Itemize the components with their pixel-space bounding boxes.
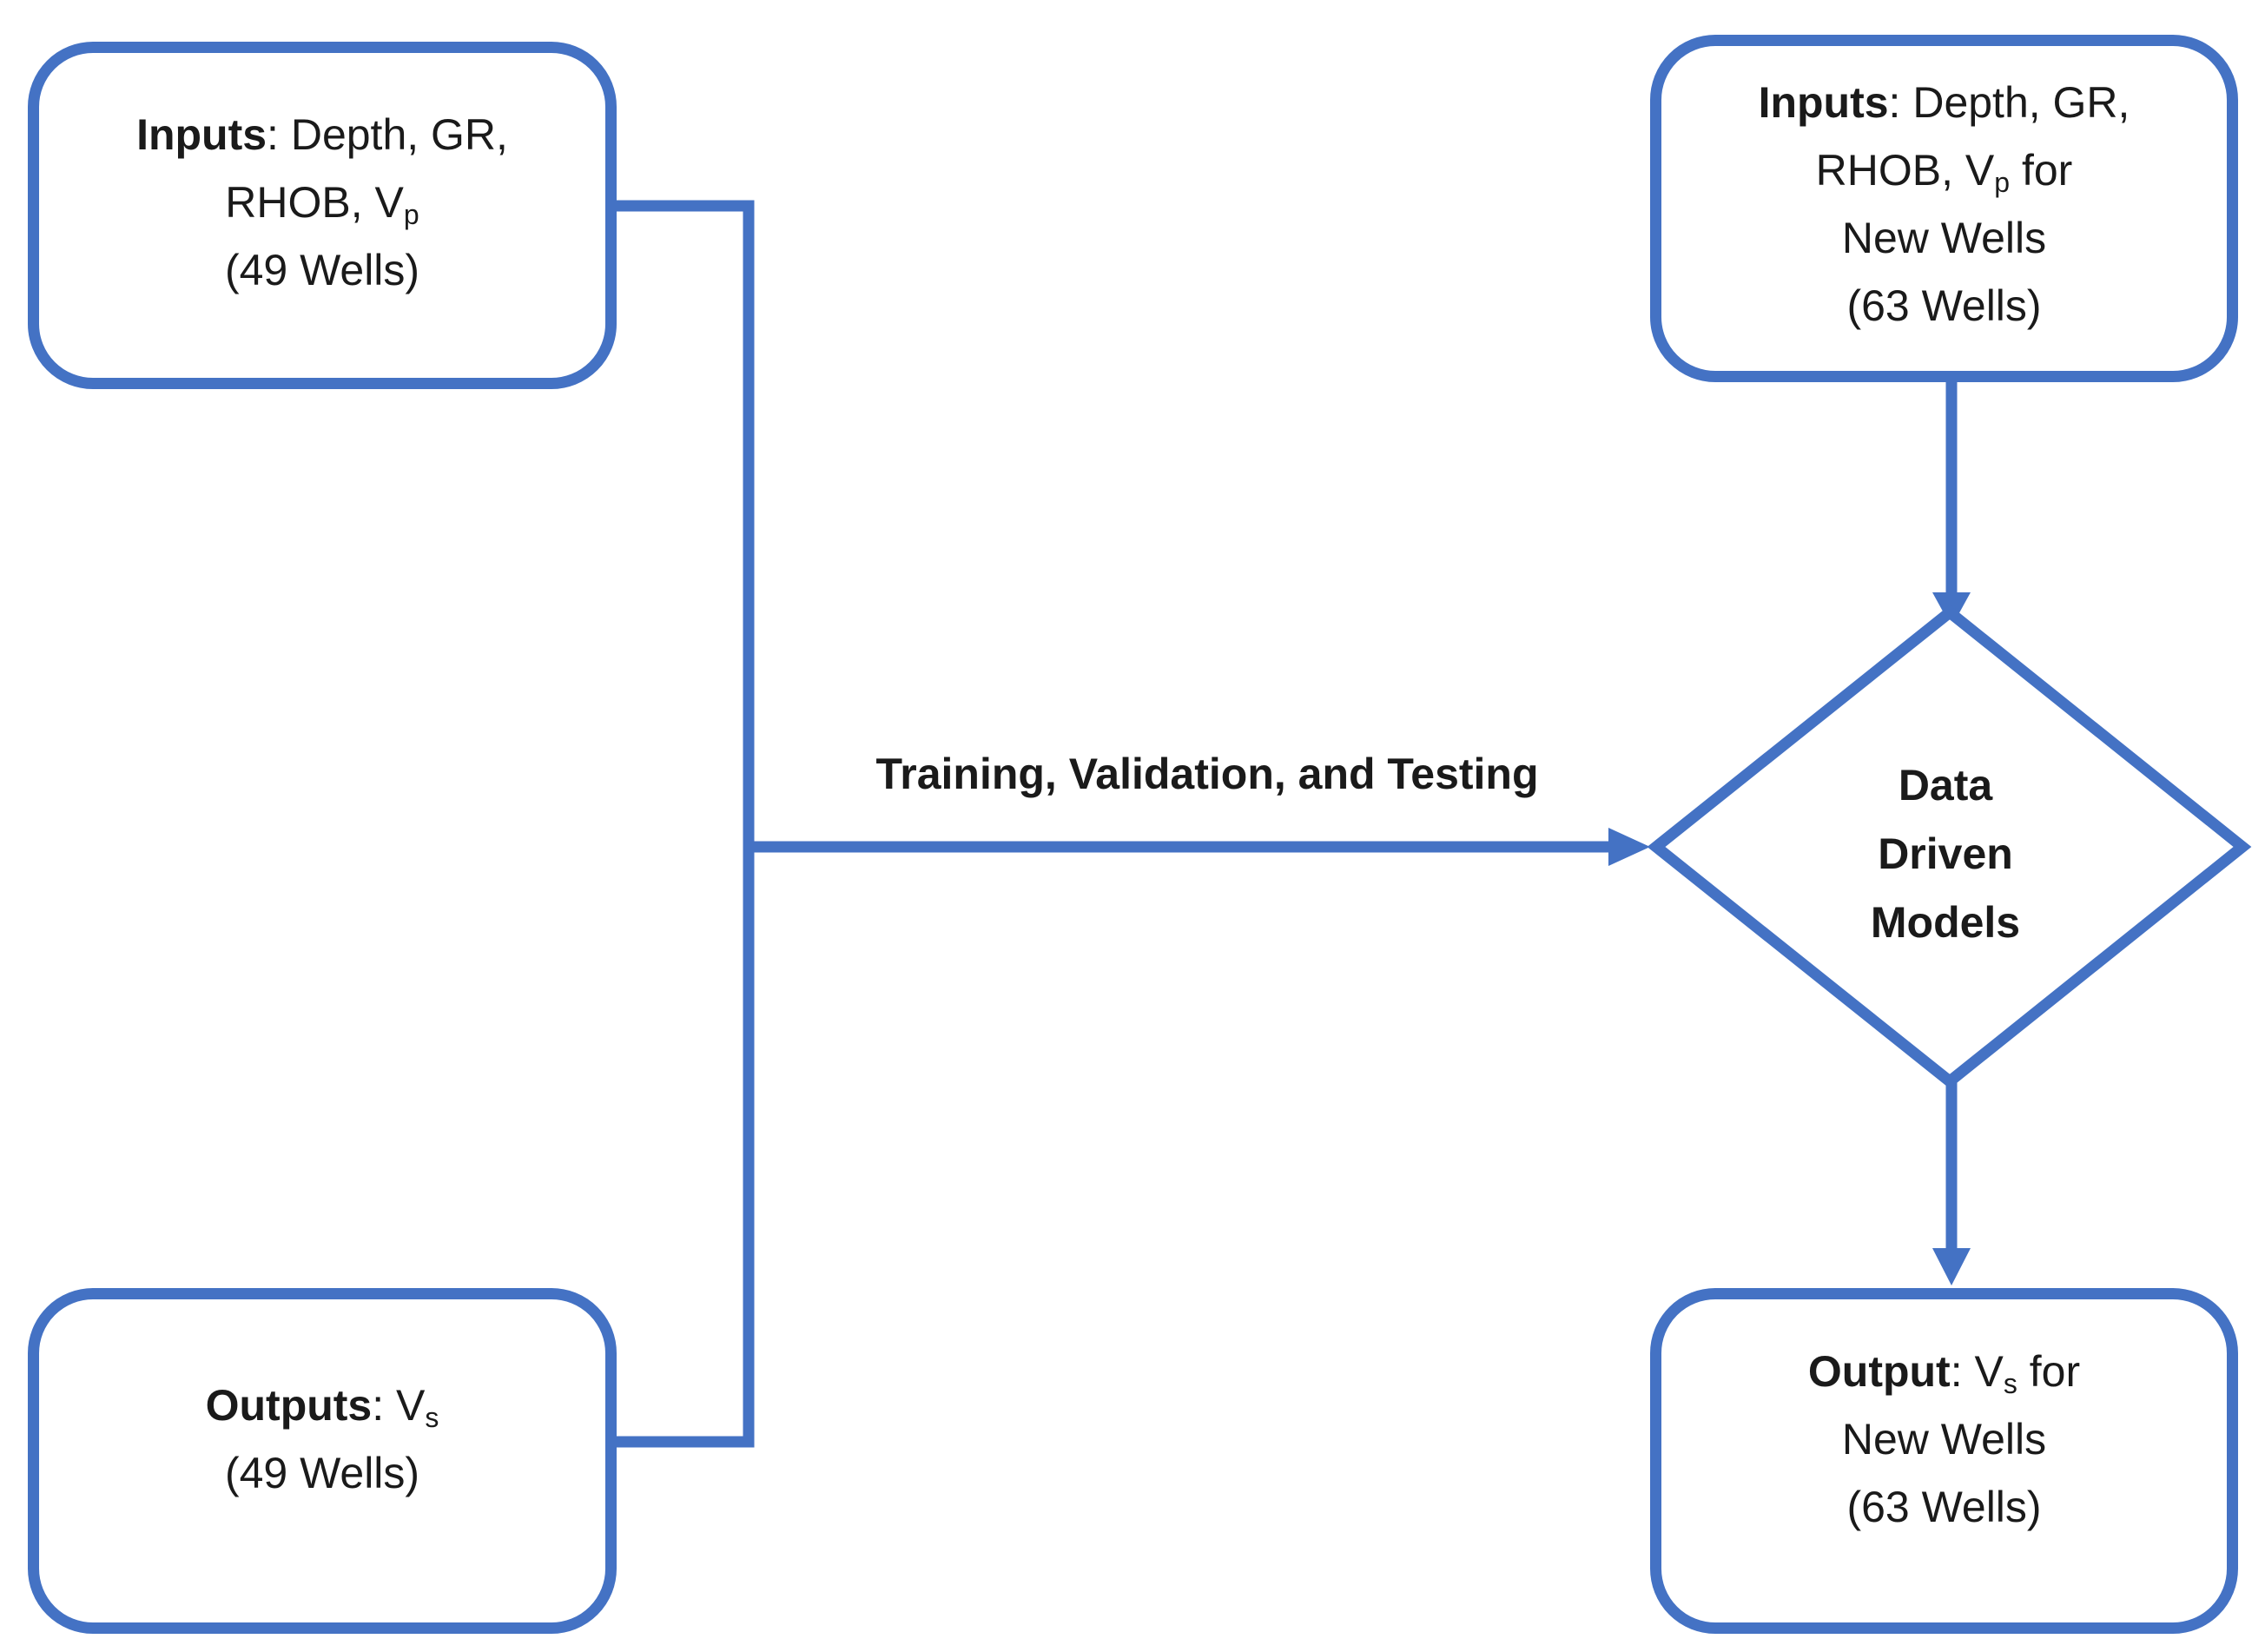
new-inputs-line-1: Inputs: Depth, GR,: [1759, 69, 2130, 136]
training-inputs-line-2: RHOB, Vp: [225, 169, 419, 236]
training-outputs-box: Outputs: Vs (49 Wells): [28, 1288, 617, 1634]
training-outputs-well-count: (49 Wells): [224, 1449, 420, 1497]
training-outputs-label: Outputs: [205, 1381, 373, 1430]
new-inputs-label: Inputs: [1758, 78, 1889, 127]
model-label-line-2: Driven: [1878, 829, 2013, 878]
training-inputs-label: Inputs: [136, 110, 267, 159]
new-output-label: Output: [1807, 1347, 1951, 1396]
new-inputs-text: : Depth, GR,: [1888, 78, 2130, 127]
training-inputs-well-count: (49 Wells): [224, 246, 420, 294]
arrowhead-model-to-output: [1932, 1248, 1971, 1285]
new-output-subscript: s: [2003, 1368, 2017, 1399]
new-wells-inputs-box: Inputs: Depth, GR, RHOB, Vp for New Well…: [1650, 35, 2238, 382]
new-output-text: : V: [1950, 1347, 2004, 1396]
training-inputs-text: : Depth, GR,: [267, 110, 508, 159]
new-inputs-subscript: p: [1994, 167, 2011, 198]
new-output-line-2: New Wells: [1841, 1415, 2047, 1464]
new-inputs-for-text: for: [2010, 146, 2073, 195]
connector-training-inputs: [611, 200, 755, 1448]
new-wells-output-box: Output: Vs for New Wells (63 Wells): [1650, 1288, 2238, 1634]
new-output-well-count: (63 Wells): [1846, 1483, 2042, 1531]
training-inputs-subscript: p: [403, 199, 419, 230]
new-inputs-rhob-text: RHOB, V: [1815, 146, 1995, 195]
training-inputs-line-1: Inputs: Depth, GR,: [136, 101, 508, 169]
training-inputs-rhob-text: RHOB, V: [225, 178, 404, 227]
new-output-for-text: for: [2017, 1347, 2081, 1396]
new-inputs-line-2: RHOB, Vp for: [1816, 136, 2073, 204]
training-edge-label: Training, Validation, and Testing: [875, 750, 1539, 798]
training-outputs-text: : V: [372, 1381, 426, 1430]
training-outputs-line-1: Outputs: Vs: [206, 1371, 439, 1439]
training-outputs-subscript: s: [425, 1402, 439, 1433]
arrowhead-training-to-model: [1608, 828, 1650, 866]
training-inputs-box: Inputs: Depth, GR, RHOB, Vp (49 Wells): [28, 42, 617, 389]
new-inputs-well-count: (63 Wells): [1846, 281, 2042, 330]
new-output-line-1: Output: Vs for: [1808, 1338, 2080, 1405]
model-label-line-3: Models: [1870, 898, 2021, 947]
model-label-line-1: Data: [1898, 761, 1993, 809]
new-inputs-line-3: New Wells: [1841, 214, 2047, 262]
data-driven-models-label: Data Driven Models: [1772, 751, 2119, 957]
